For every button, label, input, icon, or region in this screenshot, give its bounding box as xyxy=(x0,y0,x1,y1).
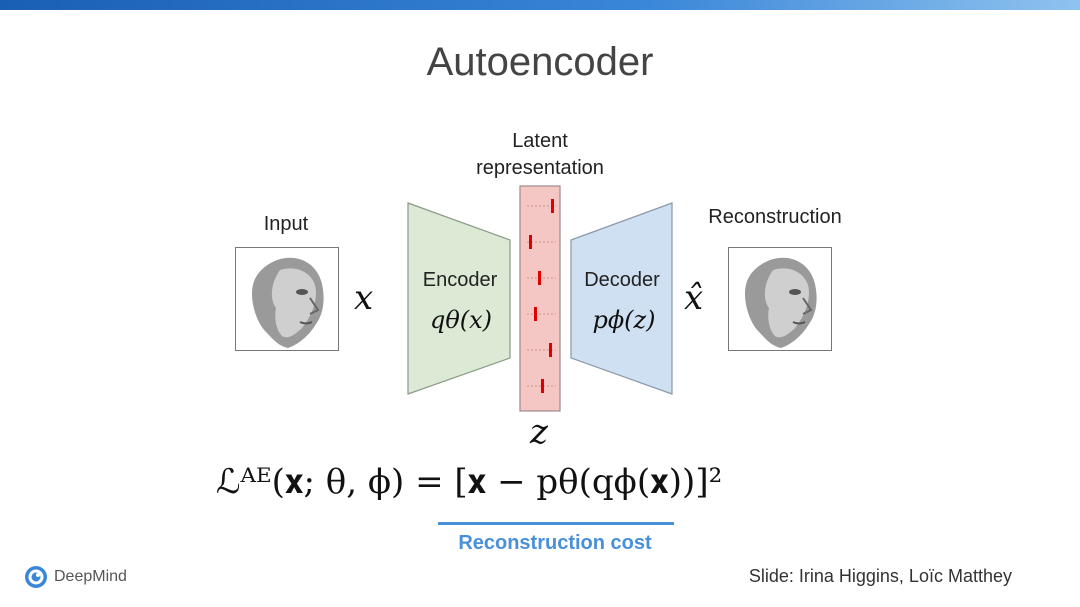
output-variable: x̂ xyxy=(684,278,704,318)
latent-units xyxy=(527,199,556,393)
deepmind-logo: DeepMind xyxy=(24,565,127,589)
face-image xyxy=(745,257,817,348)
input-label: Input xyxy=(263,213,309,235)
input-variable: x xyxy=(354,278,374,318)
logo-text: DeepMind xyxy=(54,568,127,585)
slide-title: Autoencoder xyxy=(426,40,654,84)
encoder-function: qθ(x) xyxy=(429,306,493,334)
latent-bar xyxy=(519,185,561,412)
decoder-label: Decoder xyxy=(584,269,660,291)
face-image xyxy=(252,257,324,348)
top-accent-bar xyxy=(0,0,1080,10)
latent-variable: z xyxy=(530,412,548,452)
output-image xyxy=(728,247,832,351)
decoder-function: pϕ(z) xyxy=(592,306,656,334)
latent-label-line2: representation xyxy=(476,157,604,179)
encoder-block xyxy=(407,202,511,395)
reconstruction-label: Reconstruction xyxy=(708,206,842,228)
decoder-block xyxy=(570,202,673,395)
encoder-label: Encoder xyxy=(422,269,498,291)
reconstruction-cost-underline xyxy=(438,522,674,525)
latent-label-line1: Latent xyxy=(512,130,568,152)
input-image xyxy=(235,247,339,351)
loss-formula: ℒᴬᴱ(𝐱; θ, ϕ) = [𝐱 − pθ(qϕ(𝐱))]² xyxy=(216,462,723,502)
slide-credit: Slide: Irina Higgins, Loïc Matthey xyxy=(748,566,1012,586)
deepmind-logo-icon xyxy=(25,566,47,588)
reconstruction-cost-label: Reconstruction cost xyxy=(458,532,652,554)
